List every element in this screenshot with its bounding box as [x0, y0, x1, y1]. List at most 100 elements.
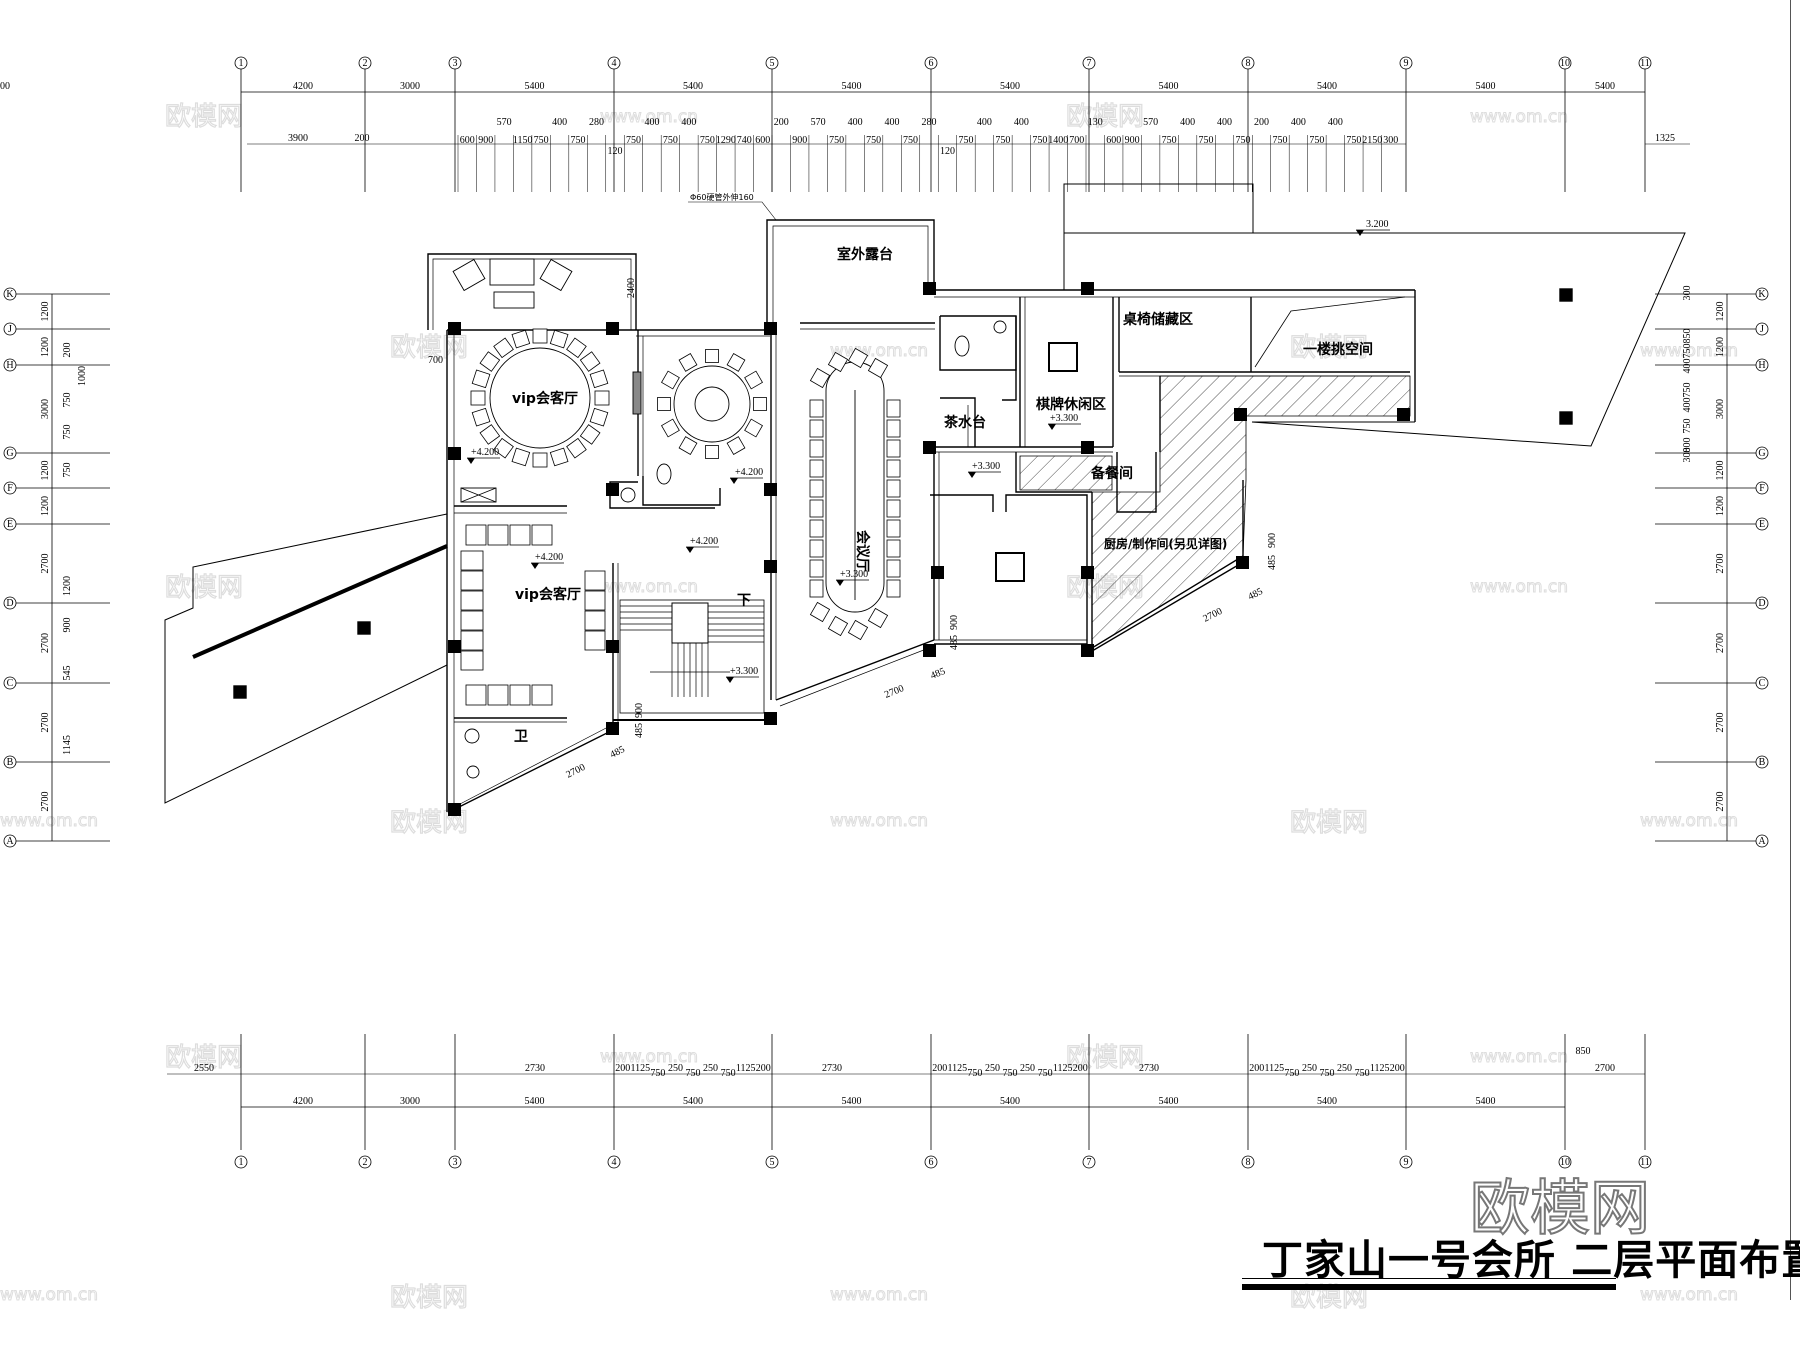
watermark-url: www.om.cn [0, 811, 98, 831]
room-label-terrace: 室外露台 [837, 246, 893, 263]
dimension-label: 200 [774, 117, 789, 128]
svg-text:2400: 2400 [626, 278, 637, 298]
south-wall-slant [459, 725, 611, 805]
dimension-label: 570 [497, 117, 512, 128]
furniture [452, 258, 1078, 779]
chair [705, 349, 719, 363]
dimension-label: 400 [644, 117, 659, 128]
dimension-label: 4200 [293, 81, 313, 92]
chair [549, 447, 569, 467]
svg-text:+3.300: +3.300 [840, 569, 868, 580]
room-labels: vip会客厅 vip会客厅 室外露台 茶水台 棋牌休闲区 桌椅储藏区 一楼挑空间… [512, 246, 1373, 745]
dimension-label: 600 [1106, 135, 1121, 146]
chair [809, 499, 824, 518]
dimension-label: 5400 [1317, 1096, 1337, 1107]
terrace-wall-inner [772, 225, 929, 330]
chair [511, 447, 531, 467]
stair-well [619, 599, 765, 714]
dimension-label: 400 [977, 117, 992, 128]
axis-label-6: 6 [929, 1157, 934, 1168]
axis-label-4: 4 [612, 58, 617, 69]
axis-bubble-3 [448, 56, 462, 70]
axis-label-1: 1 [239, 58, 244, 69]
roof-outline [1064, 232, 1686, 447]
dimension-label: 570 [811, 117, 826, 128]
axis-label-7: 7 [1087, 58, 1092, 69]
column [233, 685, 247, 699]
axis-bubble-8 [1241, 1155, 1255, 1169]
chair [886, 499, 901, 518]
stair-landing [671, 602, 709, 644]
dimension-label: 750 [571, 135, 586, 146]
chair [867, 607, 889, 629]
axis-label-H: H [6, 360, 13, 371]
dimension-label: 2730 [1139, 1063, 1159, 1074]
chair [744, 370, 763, 390]
axis-bubble-8 [1241, 56, 1255, 70]
dimension-label: 280 [922, 117, 937, 128]
watermark-logo: 欧模网 [1066, 1043, 1144, 1073]
dimension-label: 5400 [1476, 81, 1496, 92]
kitchen-hatch [1091, 375, 1411, 649]
dimension-label: 750 [1682, 383, 1693, 398]
axis-label-G: G [6, 448, 13, 459]
axis-label-J: J [8, 324, 12, 335]
svg-text:485: 485 [929, 666, 947, 682]
axis-label-4: 4 [612, 1157, 617, 1168]
chair [809, 439, 824, 458]
svg-text:2700: 2700 [564, 762, 587, 781]
dimension-label: 200 [615, 1063, 630, 1074]
axis-label-F: F [1759, 483, 1765, 494]
chair [532, 328, 548, 344]
dimension-label: 1200 [40, 337, 51, 357]
meeting-chairs [809, 347, 901, 641]
dimension-label: 280 [589, 117, 604, 128]
watermark-logo: 欧模网 [165, 573, 243, 603]
dimension-label: 740 [737, 135, 752, 146]
chair [809, 559, 824, 578]
roof-outline [1063, 183, 1254, 290]
sofa-seat [531, 524, 553, 546]
sofa-seat [460, 650, 484, 671]
dimension-label: 250 [1337, 1063, 1352, 1074]
dimension-label: 750 [1284, 1068, 1299, 1079]
round-table-large [489, 347, 591, 449]
chair [886, 459, 901, 478]
dimension-label: 1200 [40, 496, 51, 516]
axis-bubble-10 [1558, 56, 1572, 70]
chair [661, 370, 680, 390]
dimension-label: 5400 [683, 81, 703, 92]
chair [493, 337, 514, 359]
sofa-seat [460, 570, 484, 591]
axis-label-2: 2 [363, 1157, 368, 1168]
room-label-meeting: 会议厅 [854, 530, 871, 572]
watermark-url: www.om.cn [600, 1047, 698, 1067]
dimension-label: 2730 [525, 1063, 545, 1074]
chair [493, 437, 514, 459]
axis-label-10: 10 [1560, 1157, 1570, 1168]
sofa-seat [487, 684, 509, 706]
chair [809, 419, 824, 438]
dimension-label: 5400 [1000, 1096, 1020, 1107]
watermark-logo: 欧模网 [390, 1283, 468, 1313]
dimension-label: 750 [967, 1068, 982, 1079]
dimension-label: 5400 [525, 1096, 545, 1107]
dimension-label: 1125 [1265, 1063, 1285, 1074]
axis-label-3: 3 [453, 1157, 458, 1168]
sofa-seat [531, 684, 553, 706]
dimension-label: 5400 [1159, 81, 1179, 92]
chair [886, 399, 901, 418]
dimension-label: 750 [1682, 419, 1693, 434]
axis-label-9: 9 [1404, 1157, 1409, 1168]
axis-label-8: 8 [1246, 58, 1251, 69]
axis-bubble-5 [765, 1155, 779, 1169]
dimension-label: 5400 [1159, 1096, 1179, 1107]
dimension-label: 750 [650, 1068, 665, 1079]
axis-label-C: C [1759, 678, 1766, 689]
card-table [1048, 342, 1078, 372]
chair [579, 424, 601, 445]
chair [678, 436, 698, 455]
chair [809, 601, 831, 623]
chair [886, 419, 901, 438]
sofa [489, 258, 535, 286]
